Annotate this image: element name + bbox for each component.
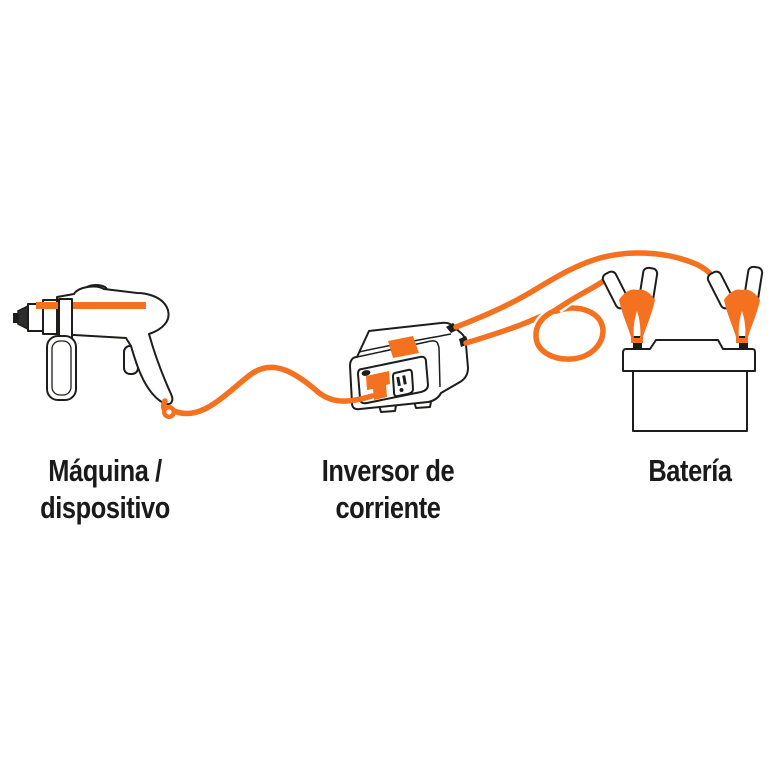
- power-cord: [160, 364, 390, 419]
- battery-body: [632, 370, 748, 432]
- machine-label: Máquina / dispositivo: [23, 452, 187, 526]
- drill-chuck-nose: [17, 304, 29, 331]
- cable-positive: [453, 250, 716, 330]
- battery-cap: [622, 339, 756, 372]
- outlet-ground-hole: [399, 388, 404, 392]
- inverter-label-line2: corriente: [335, 490, 441, 525]
- inverter-label: Inversor de corriente: [306, 452, 470, 526]
- drill-body: [56, 285, 174, 406]
- cord-loop-hole: [166, 409, 172, 415]
- inverter-dc-terminal: [446, 323, 459, 333]
- inverter-label-sticker: [388, 336, 419, 358]
- inverter-switch-icon: [361, 370, 371, 376]
- battery-label: Batería: [608, 452, 772, 489]
- outlet-slot: [396, 376, 401, 387]
- outlet-slot: [402, 375, 407, 385]
- drill-stripe: [36, 302, 146, 309]
- inverter-outlet: [392, 368, 414, 398]
- drill-bit-tip: [13, 313, 19, 323]
- alligator-clamp-icon: [706, 265, 764, 343]
- machine-label-line1: Máquina /: [48, 453, 162, 488]
- car-battery-icon: [622, 336, 756, 432]
- inverter-edge-seam: [356, 340, 441, 388]
- cord-wave: [169, 364, 375, 417]
- clamp-jaws: [724, 289, 760, 343]
- machine-label-line2: dispositivo: [40, 490, 170, 525]
- inverter-label-line1: Inversor de: [321, 453, 455, 488]
- alligator-clamp-icon: [601, 266, 659, 343]
- clamp-jaws: [619, 289, 655, 343]
- cable-negative-coil: [533, 305, 606, 362]
- drill-icon: [13, 284, 174, 406]
- inverter-plug-icon: [366, 371, 390, 400]
- drill-side-handle-grip-inner: [51, 340, 72, 396]
- drill-side-handle-post: [58, 298, 73, 340]
- battery-label-line1: Batería: [648, 453, 732, 488]
- drill-side-handle-grip: [46, 335, 77, 401]
